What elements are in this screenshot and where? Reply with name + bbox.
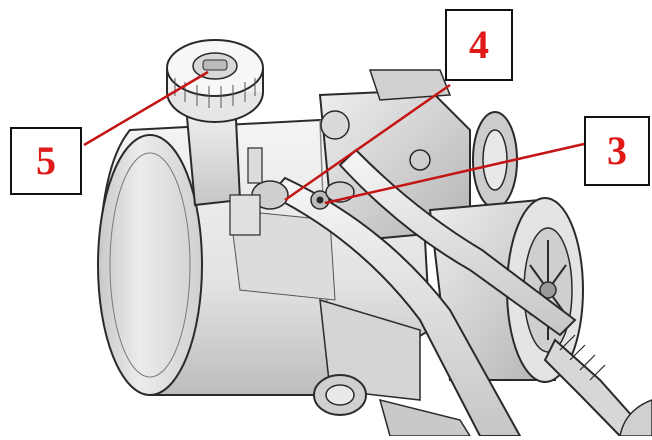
- leader-line-4: [284, 83, 451, 202]
- callout-number-5: 5: [36, 138, 56, 183]
- callout-box-4: 4: [445, 9, 513, 81]
- leader-line-3: [324, 142, 585, 205]
- valve-block: [318, 69, 471, 242]
- leader-lines: [83, 70, 585, 205]
- callout-box-3: 3: [584, 116, 650, 186]
- hose-fittings: [229, 147, 355, 236]
- leader-line-5: [83, 70, 209, 147]
- callout-box-5: 5: [10, 127, 82, 195]
- hoses: [268, 148, 652, 437]
- callout-number-4: 4: [469, 22, 489, 67]
- lower-pulley: [313, 298, 472, 437]
- callout-number-3: 3: [607, 128, 627, 173]
